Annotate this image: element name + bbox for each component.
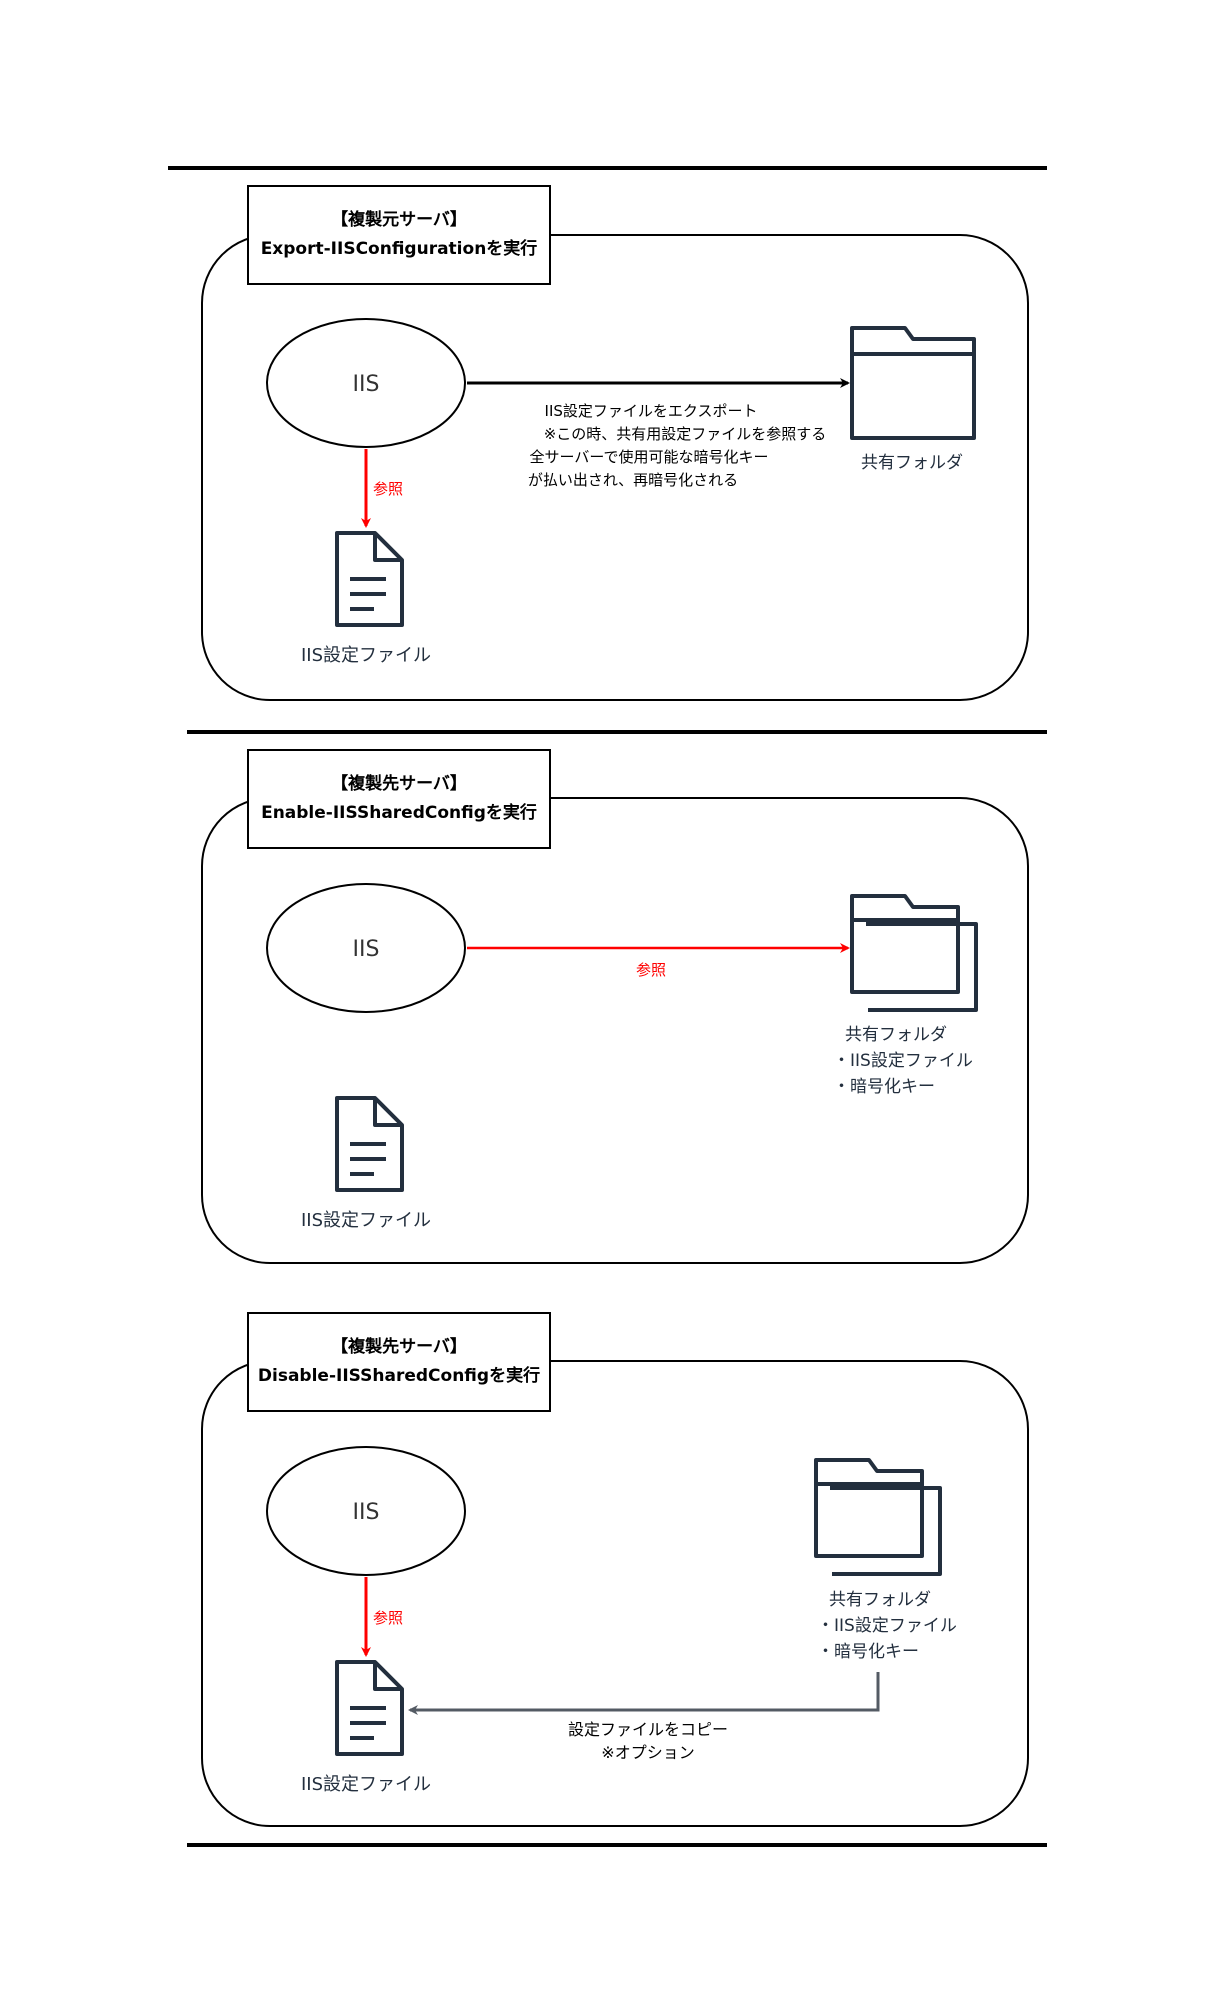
copy-label-2: ※オプション bbox=[601, 1743, 694, 1762]
title-line-1: 【複製先サーバ】 bbox=[331, 1336, 467, 1357]
reference-label: 参照 bbox=[636, 961, 666, 979]
document-icon bbox=[335, 531, 404, 627]
iis-label: IIS bbox=[353, 1500, 380, 1525]
title-line-1: 【複製先サーバ】 bbox=[331, 773, 467, 794]
document-icon bbox=[335, 1660, 404, 1756]
title-line-2: Export-IISConfigurationを実行 bbox=[261, 238, 538, 259]
reference-label: 参照 bbox=[373, 1609, 403, 1627]
shared-folder-label: 共有フォルダ bbox=[861, 453, 963, 473]
panel-export: 【複製元サーバ】 Export-IISConfigurationを実行 IIS … bbox=[201, 185, 1029, 701]
shared-folder-item-key: ・暗号化キー bbox=[833, 1077, 935, 1097]
export-arrow-label-2: ※この時、共有用設定ファイルを参照する bbox=[544, 425, 827, 443]
iis-node bbox=[266, 318, 466, 448]
shared-folder-item-config: ・IIS設定ファイル bbox=[817, 1616, 957, 1636]
title-box bbox=[247, 1312, 551, 1412]
file-label: IIS設定ファイル bbox=[301, 645, 431, 666]
title-line-2: Disable-IISSharedConfigを実行 bbox=[258, 1365, 540, 1386]
shared-folder-stack-icon bbox=[850, 894, 978, 1012]
iis-node bbox=[266, 883, 466, 1013]
export-arrow-label-3: 全サーバーで使用可能な暗号化キー bbox=[530, 448, 769, 466]
shared-folder-item-key: ・暗号化キー bbox=[817, 1642, 919, 1662]
title-line-2: Enable-IISSharedConfigを実行 bbox=[261, 802, 537, 823]
copy-arrow bbox=[408, 1672, 880, 1715]
export-arrow-label-1: IIS設定ファイルをエクスポート bbox=[545, 402, 758, 420]
panel-enable: 【複製先サーバ】 Enable-IISSharedConfigを実行 IIS 参… bbox=[201, 749, 1029, 1264]
title-box bbox=[247, 749, 551, 849]
export-arrow-label-4: が払い出され、再暗号化される bbox=[528, 471, 738, 489]
shared-folder-item-config: ・IIS設定ファイル bbox=[833, 1051, 973, 1071]
iis-node bbox=[266, 1446, 466, 1576]
iis-label: IIS bbox=[353, 372, 380, 397]
copy-label-1: 設定ファイルをコピー bbox=[568, 1720, 728, 1739]
title-box bbox=[247, 185, 551, 285]
shared-folder-icon bbox=[850, 326, 976, 440]
title-line-1: 【複製元サーバ】 bbox=[331, 209, 467, 230]
reference-label: 参照 bbox=[373, 480, 403, 498]
document-icon bbox=[335, 1096, 404, 1192]
panel-disable: 【複製先サーバ】 Disable-IISSharedConfigを実行 IIS … bbox=[201, 1312, 1029, 1827]
shared-folder-stack-icon bbox=[814, 1458, 942, 1576]
iis-label: IIS bbox=[353, 937, 380, 962]
file-label: IIS設定ファイル bbox=[301, 1210, 431, 1231]
file-label: IIS設定ファイル bbox=[301, 1774, 431, 1795]
shared-folder-label: 共有フォルダ bbox=[829, 1590, 931, 1610]
shared-folder-label: 共有フォルダ bbox=[845, 1025, 947, 1045]
